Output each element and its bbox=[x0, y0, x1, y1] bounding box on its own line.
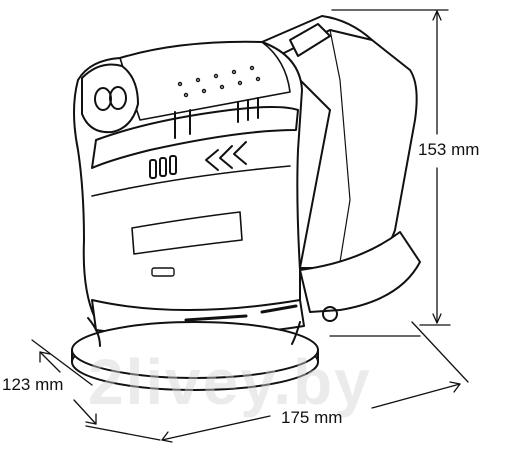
depth-dimension bbox=[31, 339, 161, 441]
width-dimension bbox=[161, 321, 469, 443]
dust-nozzle bbox=[299, 231, 421, 322]
sander-body bbox=[73, 40, 305, 338]
depth-label: 123 mm bbox=[2, 375, 64, 394]
height-label: 153 mm bbox=[418, 140, 480, 159]
width-label: 175 mm bbox=[281, 408, 343, 427]
height-dimension bbox=[331, 9, 451, 326]
sanding-pad bbox=[71, 317, 319, 391]
